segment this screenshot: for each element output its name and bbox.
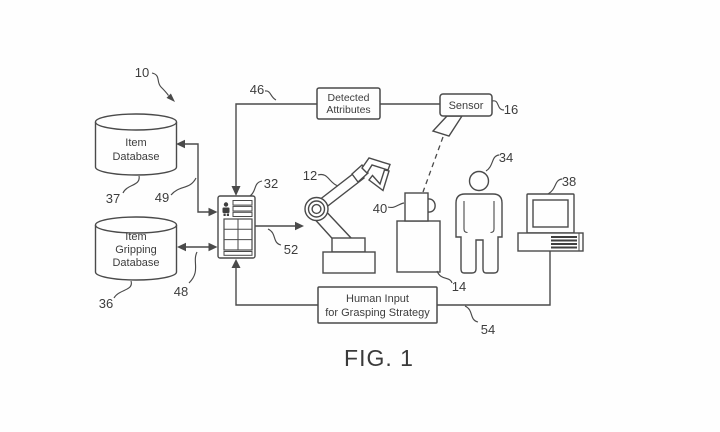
detected-attributes-line2: Attributes [326,104,370,116]
leader-36 [113,280,132,299]
ref-label-37: 37 [106,191,120,206]
ref-label-32: 32 [264,176,278,191]
leader-54 [464,305,479,323]
gripping-database-label-line2: Gripping [115,244,157,256]
ref-label-48: 48 [174,284,188,299]
item-database-label-line2: Database [112,151,159,163]
ref-label-12: 12 [303,168,317,183]
controller-box [217,195,256,259]
ref-label-14: 14 [452,279,466,294]
figure-caption: FIG. 1 [344,345,414,371]
reference-numerals: 10 37 49 36 48 32 12 40 14 52 54 16 34 3… [99,65,576,337]
robot-shoulder-joint-icon [304,196,329,222]
leader-40 [387,202,405,209]
sensor-lens-icon [431,115,464,137]
controller-grid-icon [223,218,253,256]
ref-label-10: 10 [135,65,149,80]
leader-38 [547,178,563,195]
ref-label-52: 52 [284,242,298,257]
controller-slots-icon [232,200,253,218]
sensor-box: Sensor [431,93,493,137]
ref-label-46: 46 [250,82,264,97]
leader-52 [267,228,282,246]
human-input-line1: Human Input [346,293,409,305]
human-input-box: Human Input for Grasping Strategy [317,286,438,324]
item-database-label-line1: Item [125,137,146,149]
leader-14 [436,270,453,284]
leader-32 [249,180,263,197]
leader-12 [317,173,339,187]
ref-label-49: 49 [155,190,169,205]
gripping-database-label-line1: Item [125,231,146,243]
leader-46 [264,90,277,101]
ref-label-36: 36 [99,296,113,311]
gripper-icon [351,157,391,192]
detected-attributes-box: Detected Attributes [316,87,381,120]
leader-37 [122,175,140,194]
sensor-label: Sensor [449,100,484,112]
leader-48 [188,251,198,284]
human-input-line2: for Grasping Strategy [325,307,430,319]
leader-10 [151,72,169,96]
controller-figure-icon [222,202,230,216]
leader-34 [485,154,500,172]
workstation-icon [517,193,584,252]
object-mug [404,192,436,222]
leader-16 [491,100,505,111]
platform-box [396,220,441,273]
ref-label-54: 54 [481,322,495,337]
ref-label-16: 16 [504,102,518,117]
leader-10-arrowhead [166,93,175,102]
link-controller-item-database [176,139,218,217]
link-controller-robot [255,221,304,231]
link-workstation-human-input-controller [231,251,551,306]
sensor-sight-line [422,136,444,193]
robot-arm [304,157,391,274]
detected-attributes-line1: Detected [327,92,369,104]
ref-label-38: 38 [562,174,576,189]
link-sensor-to-controller [231,103,440,196]
reference-leaders [113,72,563,323]
link-controller-gripping-database [177,242,218,252]
gripping-database-label-line3: Database [112,257,159,269]
leader-49 [170,177,197,196]
workstation-drive-slots-icon [551,236,577,249]
item-gripping-database-cylinder: Item Gripping Database [94,216,178,281]
item-database-cylinder: Item Database [94,113,178,176]
ref-label-34: 34 [499,150,513,165]
human-figure [455,170,503,274]
ref-label-40: 40 [373,201,387,216]
